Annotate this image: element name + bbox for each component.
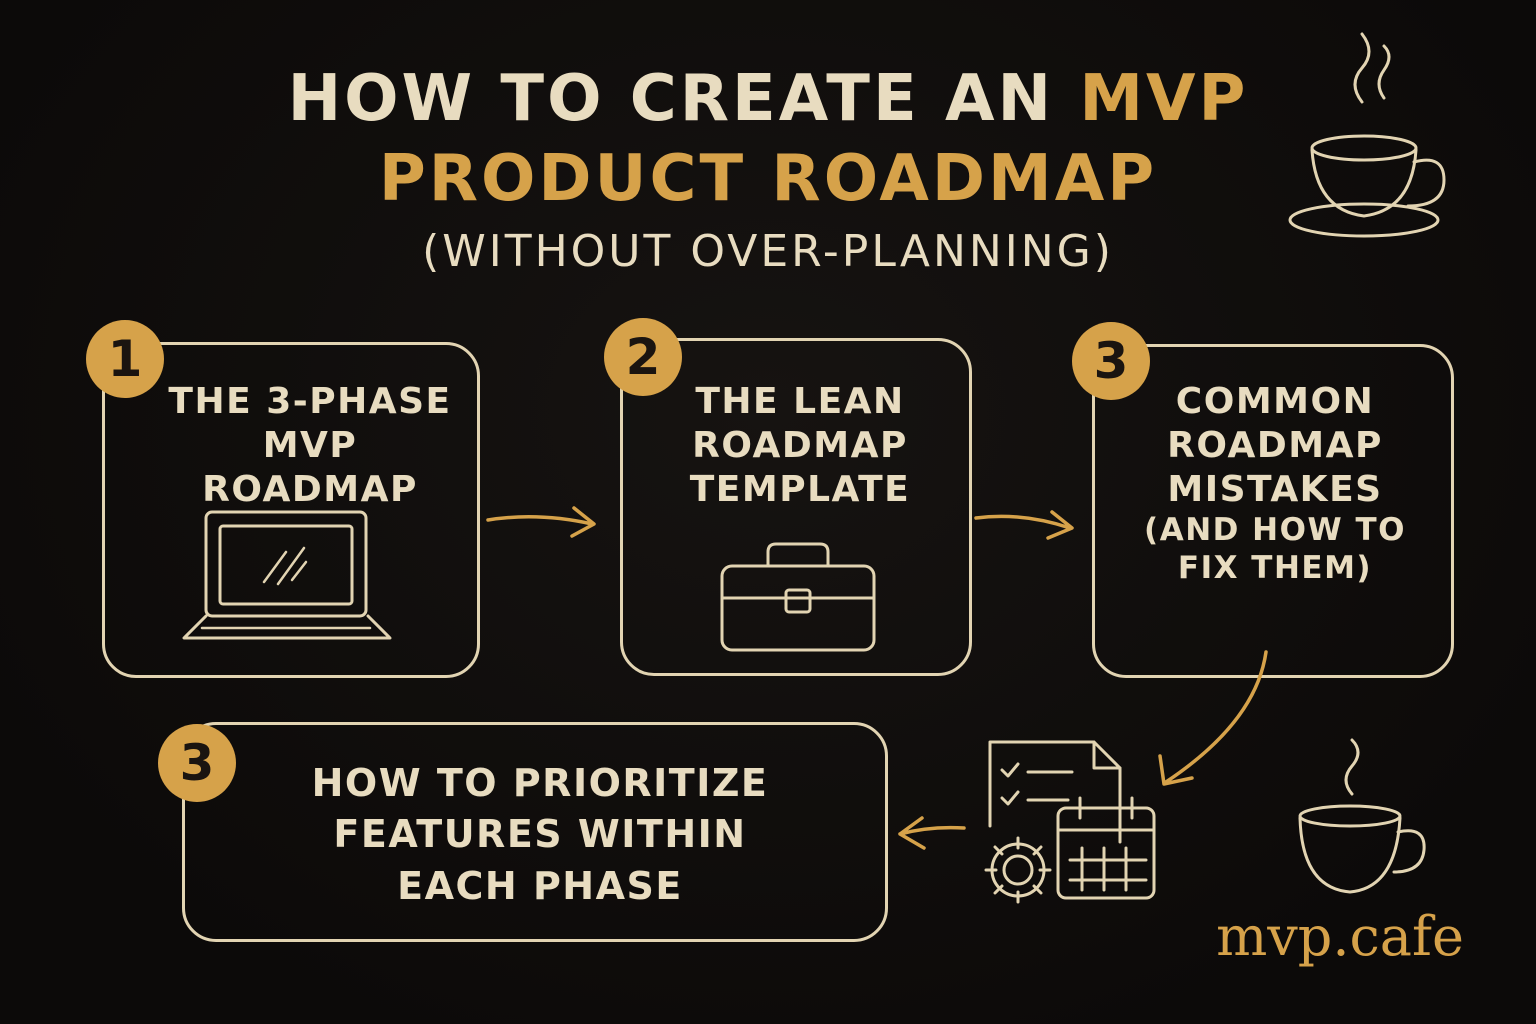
step-2-badge: 2	[604, 318, 682, 396]
brand-logo: mvp.cafe	[1216, 905, 1464, 968]
title-plain: HOW TO CREATE AN	[287, 62, 1055, 136]
step-1-badge: 1	[86, 320, 164, 398]
step-4-text: HOW TO PRIORITIZE FEATURES WITHIN EACH P…	[230, 758, 850, 912]
step-3-line: ROADMAP	[1167, 424, 1383, 466]
coffee-cup-icon	[1288, 32, 1446, 238]
step-1-box	[102, 342, 480, 678]
step-2-text: THE LEAN ROADMAP TEMPLATE	[650, 380, 950, 512]
coffee-cup-icon	[1298, 738, 1426, 894]
step-3-line: (AND HOW TO	[1144, 511, 1406, 548]
step-4-badge: 3	[158, 724, 236, 802]
step-3-badge: 3	[1072, 322, 1150, 400]
toolbox-icon	[720, 542, 876, 652]
subtitle: (WITHOUT OVER-PLANNING)	[422, 226, 1114, 277]
laptop-icon	[182, 510, 392, 640]
title-line-1: HOW TO CREATE AN MVP	[0, 62, 1536, 136]
arrow-step1-to-step2	[486, 506, 596, 538]
step-1-text: THE 3-PHASE MVP ROADMAP	[150, 380, 470, 512]
step-4-box	[182, 722, 888, 942]
arrow-icon-to-step4	[898, 816, 966, 850]
checklist-calendar-gear-icon	[984, 740, 1156, 904]
step-4-line: HOW TO PRIORITIZE	[311, 761, 769, 805]
step-4-line: FEATURES WITHIN	[333, 812, 747, 857]
step-2-line: THE LEAN	[695, 381, 905, 422]
step-3-box	[1092, 344, 1454, 678]
step-3-line: MISTAKES	[1167, 468, 1383, 510]
step-2-line: ROADMAP	[692, 424, 908, 466]
step-3-line: FIX THEM)	[1177, 549, 1373, 586]
step-1-line: MVP ROADMAP	[202, 424, 418, 510]
title-accent: MVP	[1079, 62, 1249, 136]
title-line-2: PRODUCT ROADMAP	[378, 142, 1158, 216]
step-2-box	[620, 338, 972, 676]
arrow-step3-to-icon	[1158, 650, 1268, 786]
step-4-line: EACH PHASE	[397, 863, 683, 908]
step-2-line: TEMPLATE	[689, 468, 911, 510]
arrow-step2-to-step3	[974, 510, 1074, 540]
step-1-line: THE 3-PHASE	[168, 381, 452, 422]
step-3-line: COMMON	[1175, 381, 1375, 422]
step-3-text: COMMON ROADMAP MISTAKES (AND HOW TO FIX …	[1110, 380, 1440, 587]
